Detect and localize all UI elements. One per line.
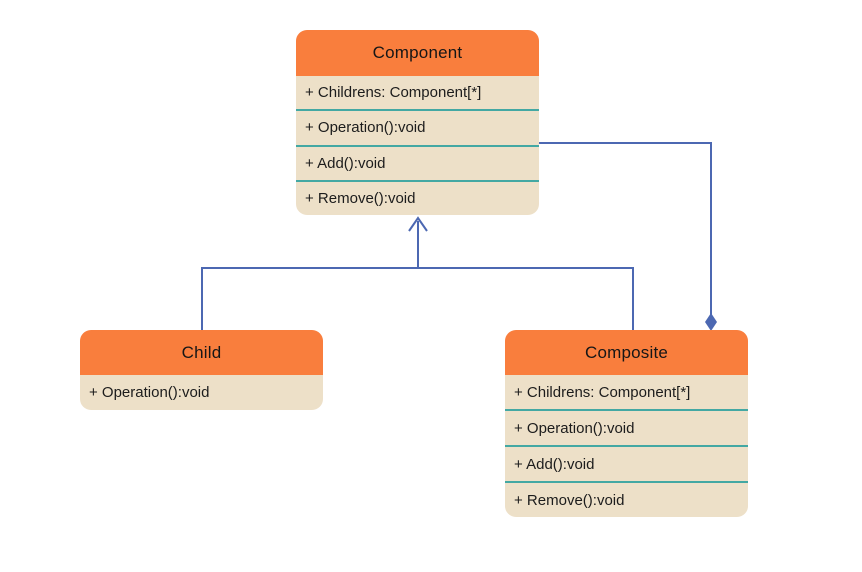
member-row: + Remove():void bbox=[505, 481, 748, 517]
generalization-connector[interactable] bbox=[201, 216, 634, 330]
class-title: Composite bbox=[584, 342, 669, 362]
member-text: + Remove():void bbox=[514, 491, 625, 509]
aggregation-line[interactable] bbox=[539, 142, 712, 315]
class-header[interactable]: Composite bbox=[505, 330, 748, 375]
inheritance-open-arrow-icon bbox=[408, 216, 428, 232]
member-text: + Remove():void bbox=[305, 189, 416, 207]
aggregation-diamond-icon bbox=[705, 313, 717, 331]
aggregation-connector[interactable] bbox=[539, 142, 717, 331]
member-row: + Add():void bbox=[505, 445, 748, 481]
class-box-composite[interactable]: Composite + Childrens: Component[*] + Op… bbox=[505, 330, 748, 517]
generalization-rail-line[interactable] bbox=[201, 267, 634, 330]
member-text: + Operation():void bbox=[89, 384, 210, 401]
class-header[interactable]: Component bbox=[296, 30, 539, 76]
class-header[interactable]: Child bbox=[80, 330, 323, 375]
class-box-component[interactable]: Component + Childrens: Component[*] + Op… bbox=[296, 30, 539, 215]
member-text: + Add():void bbox=[305, 154, 386, 172]
member-row: + Operation():void bbox=[505, 409, 748, 445]
member-row: + Childrens: Component[*] bbox=[296, 76, 539, 110]
member-text: + Operation():void bbox=[305, 119, 426, 137]
member-text: + Childrens: Component[*] bbox=[305, 84, 482, 102]
member-row: + Operation():void bbox=[80, 375, 323, 410]
member-row: + Add():void bbox=[296, 144, 539, 180]
member-text: + Operation():void bbox=[514, 419, 635, 437]
class-title: Child bbox=[181, 342, 222, 362]
member-text: + Add():void bbox=[514, 455, 595, 473]
member-text: + Childrens: Component[*] bbox=[514, 383, 691, 401]
member-row: + Operation():void bbox=[296, 109, 539, 145]
class-box-child[interactable]: Child + Operation():void bbox=[80, 330, 323, 410]
member-row: + Remove():void bbox=[296, 179, 539, 215]
class-title: Component bbox=[372, 43, 463, 62]
member-row: + Childrens: Component[*] bbox=[505, 375, 748, 409]
